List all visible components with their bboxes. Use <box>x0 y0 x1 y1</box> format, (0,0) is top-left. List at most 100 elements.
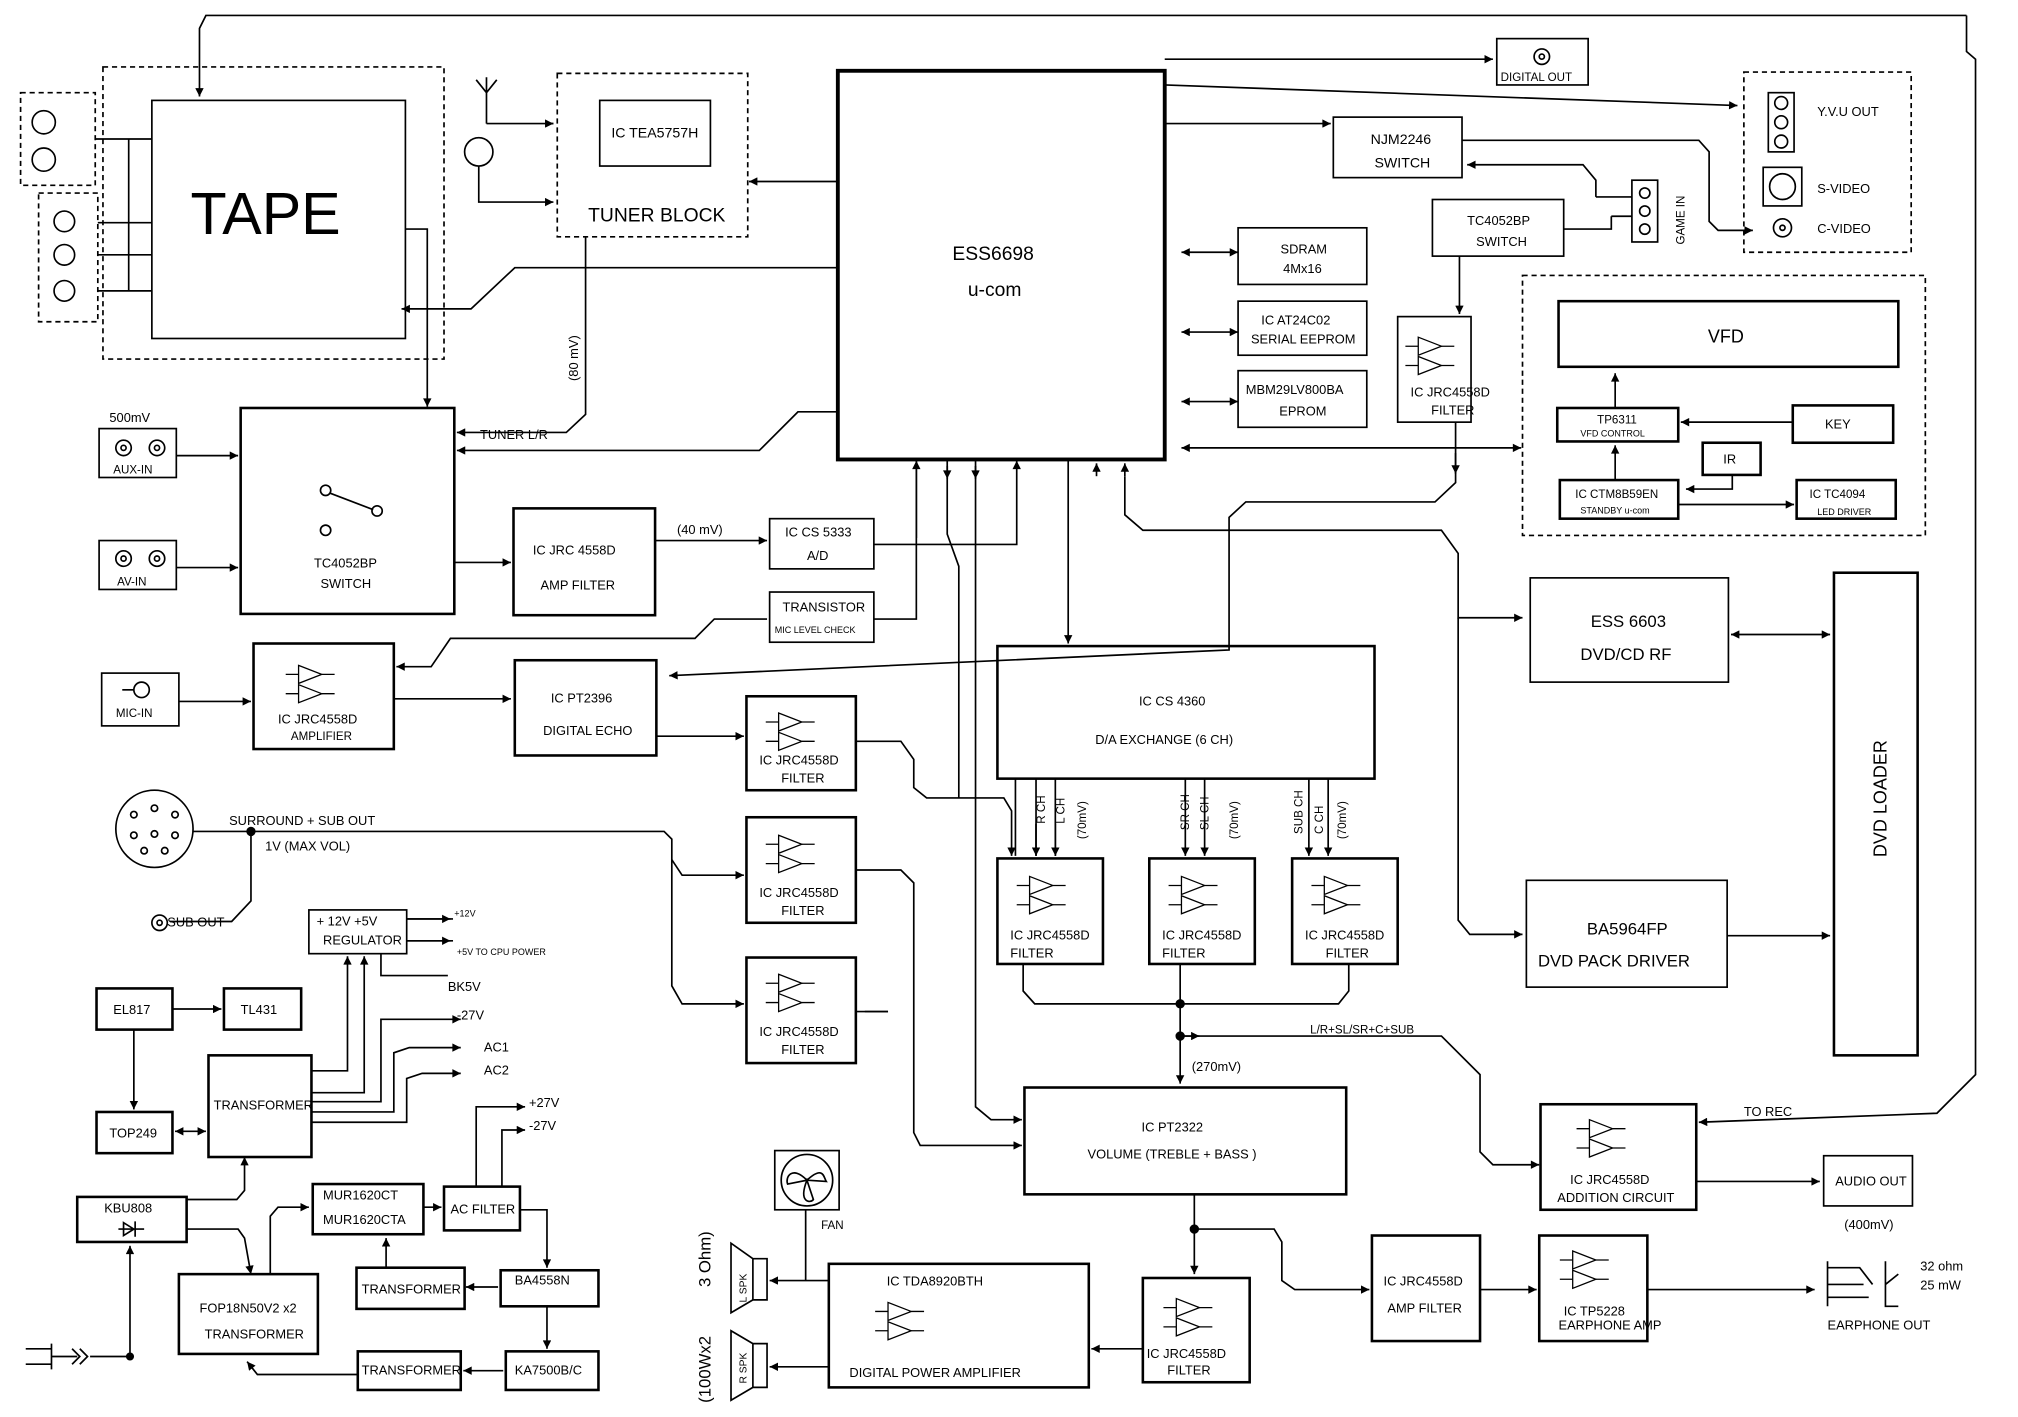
ba5964fp-block <box>1525 879 1728 988</box>
mv80-label: (80 mV) <box>566 335 581 381</box>
filter-b-sub: FILTER <box>781 903 824 918</box>
m27v-b-label: -27V <box>529 1118 557 1133</box>
tape-block <box>151 99 407 340</box>
tl431-label: TL431 <box>241 1002 277 1017</box>
dvd-loader-block <box>1832 571 1919 1057</box>
tp5228-sub: EARPHONE AMP <box>1559 1317 1662 1332</box>
ess6603-sub: DVD/CD RF <box>1580 645 1671 664</box>
bk5v-label: BK5V <box>448 979 481 994</box>
ch-c-label: C CH <box>1314 806 1326 834</box>
p27v-label: +27V <box>529 1095 560 1110</box>
fop18n50v2-block <box>177 1272 320 1356</box>
vfd-area <box>1521 274 1927 537</box>
add-label: IC JRC4558D <box>1570 1172 1649 1187</box>
aux-level-label: 500mV <box>109 410 150 425</box>
cs4360-sub: D/A EXCHANGE (6 CH) <box>1095 732 1233 747</box>
f3-sub: FILTER <box>1326 946 1369 961</box>
p12v-label: +12V <box>454 908 475 918</box>
pt2396-sub: DIGITAL ECHO <box>543 723 632 738</box>
addition-circuit-block <box>1539 1102 1698 1212</box>
at24c02-sub: SERIAL EEPROM <box>1251 332 1356 347</box>
ac-filter-label: AC FILTER <box>450 1202 515 1217</box>
filter-1 <box>996 857 1105 966</box>
f2-label: IC JRC4558D <box>1162 928 1241 943</box>
ch-sub-label: SUB CH <box>1293 790 1305 834</box>
ohm3-label: 3 Ohm) <box>695 1231 714 1287</box>
ess6603-label: ESS 6603 <box>1591 612 1666 631</box>
fop-sub: TRANSFORMER <box>205 1326 304 1341</box>
ka7500-block <box>504 1350 600 1392</box>
ess6698-block <box>835 68 1167 462</box>
ess6698-label: ESS6698 <box>952 244 1034 265</box>
digital-out-block <box>1495 37 1589 86</box>
mur-sub: MUR1620CTA <box>323 1212 406 1227</box>
filter-b-label: IC JRC4558D <box>759 885 838 900</box>
transformer-c-label: TRANSFORMER <box>362 1363 461 1378</box>
ac-filter-block <box>442 1185 522 1232</box>
tc4052bp-switch-block <box>239 406 456 616</box>
sdram-sub: 4Mx16 <box>1283 261 1322 276</box>
cs4360-label: IC CS 4360 <box>1139 693 1205 708</box>
transformer-block <box>207 1054 313 1159</box>
filter-c <box>745 956 858 1065</box>
key-block <box>1791 404 1895 445</box>
c-video-label: C-VIDEO <box>1817 221 1871 236</box>
tc4052bp-top-block <box>1431 198 1565 257</box>
top249-label: TOP249 <box>109 1126 157 1141</box>
el817-label: EL817 <box>113 1002 150 1017</box>
ch-sr-label: SR CH <box>1180 794 1192 830</box>
at24c02-label: IC AT24C02 <box>1261 312 1330 327</box>
tc4094-sub: LED DRIVER <box>1817 507 1872 517</box>
tp6311-label: TP6311 <box>1597 414 1637 426</box>
audio-out-label: AUDIO OUT <box>1835 1173 1907 1188</box>
f3-label: IC JRC4558D <box>1305 928 1384 943</box>
key-label: KEY <box>1825 417 1851 432</box>
cs5333-label: IC CS 5333 <box>785 525 851 540</box>
pt2396-label: IC PT2396 <box>551 691 612 706</box>
ba4558n-block <box>499 1268 600 1308</box>
mv40-label: (40 mV) <box>677 522 723 537</box>
f1-sub: FILTER <box>1010 946 1053 961</box>
antenna-icon <box>475 77 554 125</box>
transistor-sub: MIC LEVEL CHECK <box>775 625 856 635</box>
loop-antenna-icon <box>463 136 494 167</box>
njm2246-sub-label: SWITCH <box>1375 154 1431 170</box>
tuner-lr-label: TUNER L/R <box>480 427 548 442</box>
vfd-label: VFD <box>1708 326 1744 346</box>
top249-block <box>95 1110 174 1155</box>
tape-label: TAPE <box>190 180 340 247</box>
speaker-icon <box>730 1241 768 1315</box>
jrc4558-amp-filter <box>512 507 657 617</box>
ohm32-label: 32 ohm <box>1920 1258 1963 1273</box>
mv400-label: (400mV) <box>1844 1217 1893 1232</box>
regulator-label: REGULATOR <box>323 933 402 948</box>
av-in-block <box>98 539 178 591</box>
ctm-sub: STANDBY u-com <box>1580 506 1649 516</box>
pt2322-label: IC PT2322 <box>1142 1119 1203 1134</box>
transformer-c-block <box>356 1350 463 1392</box>
filter-a-sub: FILTER <box>781 771 824 786</box>
mic-in-label: MIC-IN <box>116 708 153 720</box>
ch-sl-label: SL CH <box>1199 796 1211 830</box>
dvd-loader-label: DVD LOADER <box>1871 740 1891 857</box>
f2-sub: FILTER <box>1162 946 1205 961</box>
filter-a <box>745 694 858 792</box>
kbu808-label: KBU808 <box>104 1200 152 1215</box>
fop-label: FOP18N50V2 x2 <box>199 1301 296 1316</box>
jrc-amp2-sub: AMP FILTER <box>1387 1301 1462 1316</box>
jrc-filter-right <box>1396 315 1472 423</box>
r-spk-label: R SPK <box>738 1353 749 1384</box>
p5v-cpu-label: +5V TO CPU POWER <box>457 947 546 957</box>
tda8920bth-block <box>827 1262 1091 1389</box>
filter-right-sub: FILTER <box>1431 402 1474 417</box>
ac2-label: AC2 <box>484 1063 509 1078</box>
filter-2 <box>1147 857 1257 966</box>
transistor-label: TRANSISTOR <box>782 599 865 614</box>
at24c02-block <box>1237 300 1368 357</box>
njm2246-block <box>1332 116 1463 179</box>
mv70-label-2: (70mV) <box>1229 801 1241 839</box>
jrc-mic-label: IC JRC4558D <box>278 711 357 726</box>
ctm8b59en-block <box>1558 478 1680 520</box>
m27v-label: -27V <box>457 1007 485 1022</box>
